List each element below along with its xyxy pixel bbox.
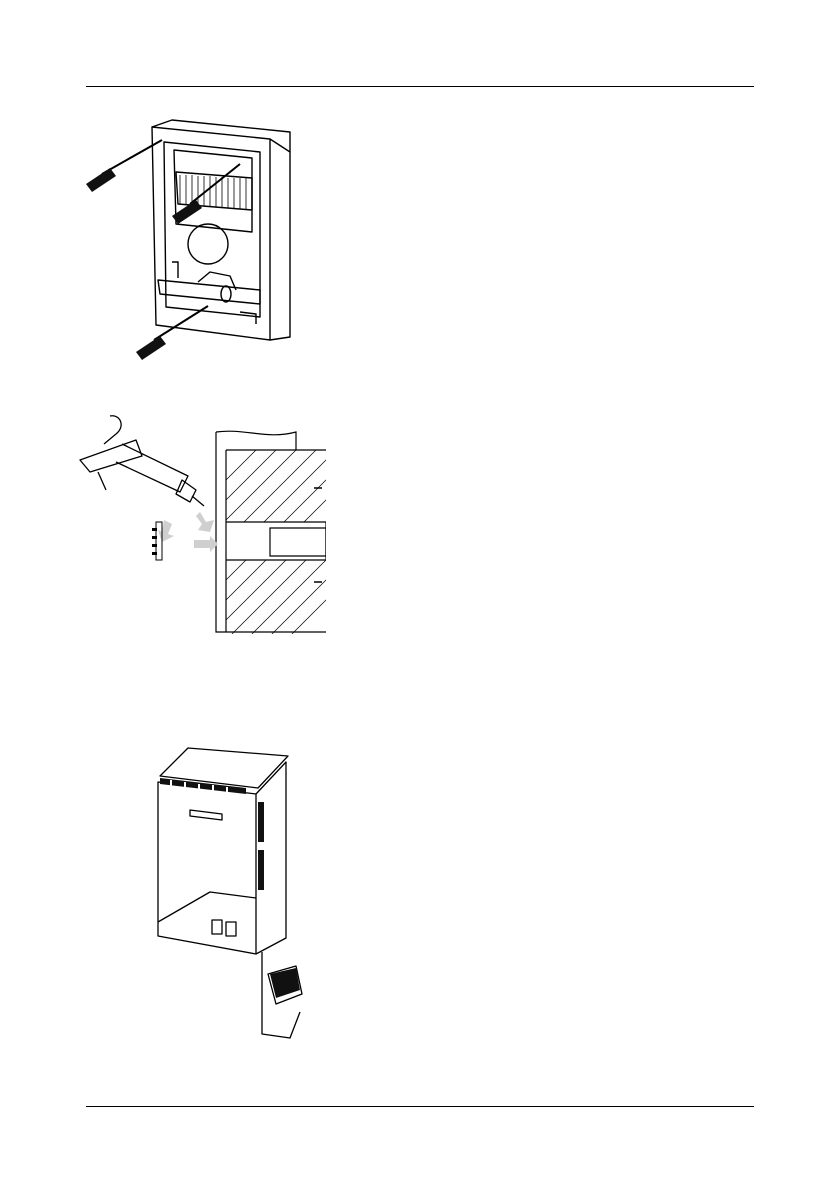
footer-rule [86, 1106, 754, 1107]
mounting-screws-figure [80, 112, 302, 360]
device-adapter-figure [150, 742, 310, 1042]
sealant-wall-figure [76, 410, 326, 634]
sealant-gun-wall-icon [76, 410, 326, 634]
header-rule [86, 86, 754, 87]
screwdriver-mounting-icon [80, 112, 302, 360]
device-power-adapter-icon [150, 742, 310, 1042]
